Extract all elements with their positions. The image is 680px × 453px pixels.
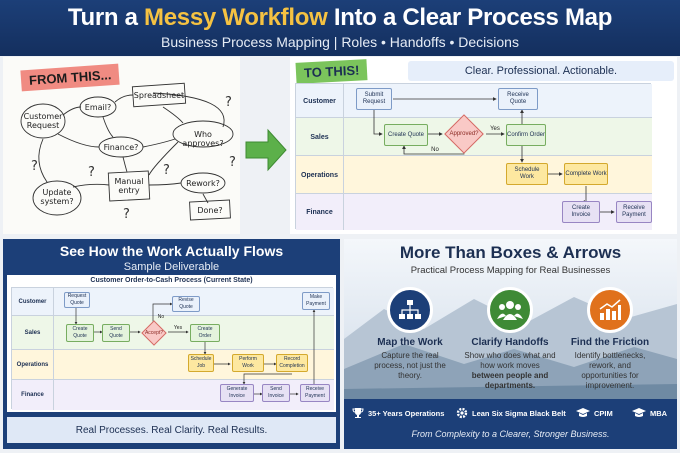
header-banner: Turn a Messy Workflow Into a Clear Proce… [0,0,680,56]
sample-node-accept-label: Accept? [144,330,164,336]
badge-years: 35+ Years Operations [352,407,444,419]
right-arrow-icon [245,128,287,172]
clear-banner: Clear. Professional. Actionable. [408,61,674,81]
badge-mba: MBA [632,407,667,419]
sample-node-receive-payment: Receive Payment [300,384,330,402]
sample-footer: Real Processes. Real Clarity. Real Resul… [7,417,336,443]
node-create-quote: Create Quote [384,124,428,146]
sample-node-request-quote: Request Quote [64,292,90,308]
sketch-manual-entry: Manual entry [114,177,144,195]
chart-up-icon [587,287,633,333]
sketch-rework: Rework? [186,179,220,188]
question-mark: ? [229,155,236,170]
lane-operations: Operations [296,156,344,194]
question-mark: ? [123,207,130,222]
value-tagline: From Complexity to a Clearer, Stronger B… [411,429,610,439]
sketch-finance: Finance? [103,143,139,152]
node-approved-label: Approved? [449,131,479,137]
sample-yes-label: Yes [173,325,183,331]
sample-node-send-invoice: Send Invoice [262,384,290,402]
feature-title-find-friction: Find the Friction [570,337,650,348]
question-mark: ? [163,163,170,178]
feature-desc-find-friction: Identify bottlenecks, rework, and opport… [574,351,646,390]
badge-lean: Lean Six Sigma Black Belt [456,407,566,419]
sample-diagram-title: Customer Order-to-Cash Process (Current … [90,277,253,284]
trophy-icon [352,408,364,418]
gear-icon [456,407,468,419]
feature-desc-clarify-handoffs: Show who does what and how work moves be… [464,351,556,390]
feature-title-map-work: Map the Work [377,337,443,348]
feature-title-clarify-handoffs: Clarify Handoffs [471,337,549,348]
sketch-customer-request: Customer Request [23,112,63,130]
sample-diagram: Customer Order-to-Cash Process (Current … [7,275,336,412]
value-title: More Than Boxes & Arrows [399,243,622,262]
sample-node-generate-invoice: Generate Invoice [220,384,254,402]
sample-title: See How the Work Actually Flows [59,243,284,259]
no-label: No [431,147,439,153]
sample-lane-operations: Operations [12,350,54,380]
node-schedule-work: Schedule Work [506,163,548,185]
sample-lane-customer: Customer [12,288,54,316]
feature-desc-map-work: Capture the real process, not just the t… [374,351,446,380]
sample-node-create-order: Create Order [190,324,220,342]
node-confirm-order: Confirm Order [506,124,546,146]
node-submit-request: Submit Request [356,88,392,110]
sample-node-revise-quote: Revise Quote [172,296,200,312]
yes-label: Yes [490,126,500,132]
node-complete-work: Complete Work [564,163,608,185]
swimlane-diagram: Customer Sales Operations Finance Submit… [295,83,652,230]
graduation-cap-icon [576,408,590,417]
lane-sales: Sales [296,118,344,156]
page-title: Turn a Messy Workflow Into a Clear Proce… [67,4,613,31]
question-mark: ? [31,159,38,174]
sample-node-record-completion: Record Completion [276,354,308,372]
badge-cpim: CPIM [576,407,613,419]
sketch-update-system: Update system? [40,188,74,206]
node-receive-quote: Receive Quote [498,88,538,110]
sample-subtitle: Sample Deliverable [123,261,220,273]
clear-process-panel: TO THIS! Clear. Professional. Actionable… [290,57,677,234]
to-this-tag: TO THIS! [295,59,368,84]
sample-flow-arrows [74,302,316,396]
sample-node-create-quote: Create Quote [66,324,94,342]
sketch-done: Done? [197,206,223,215]
value-subtitle: Practical Process Mapping for Real Busin… [410,265,611,276]
lane-customer: Customer [296,84,344,118]
node-receive-payment: Receive Payment [616,201,652,223]
people-icon [487,287,533,333]
sketch-email: Email? [84,103,112,112]
sketch-who-approves: Who approves? [182,130,224,148]
sample-node-send-quote: Send Quote [102,324,130,342]
sketch-arrows [20,82,234,221]
node-create-invoice: Create Invoice [562,201,600,223]
sample-deliverable-panel: See How the Work Actually Flows Sample D… [3,239,340,449]
lane-finance: Finance [296,194,344,230]
sample-node-perform-work: Perform Work [232,354,264,372]
value-panel: More Than Boxes & Arrows Practical Proce… [344,239,677,449]
credentials-bar [344,399,677,449]
sample-node-schedule-job: Schedule Job [188,354,214,372]
question-mark: ? [225,95,232,110]
graduation-cap-icon [632,408,646,417]
question-mark: ? [88,165,95,180]
org-chart-icon [387,287,433,333]
page-subtitle: Business Process Mapping | Roles • Hando… [161,34,519,50]
messy-workflow-panel: FROM THIS... Customer Reques [3,57,240,234]
sample-no-label: No [157,314,165,320]
sample-lane-sales: Sales [12,316,54,350]
sketch-spreadsheet: Spreadsheet [133,91,185,100]
sample-node-make-payment: Make Payment [302,292,330,310]
sample-lane-finance: Finance [12,380,54,410]
